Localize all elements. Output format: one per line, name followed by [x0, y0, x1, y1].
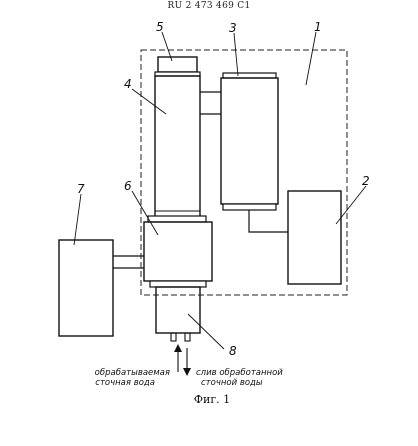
label-2: 2 [362, 174, 370, 188]
block-7 [58, 239, 114, 337]
cylinder-3-bottom-band [222, 203, 277, 211]
leader-7 [73, 193, 82, 246]
outlet-caption-line1: слив обработанной [196, 368, 283, 378]
leader-6 [131, 190, 159, 236]
nozzle-right [184, 332, 191, 342]
block-2 [287, 190, 342, 285]
leader-5 [161, 31, 173, 62]
label-1: 1 [314, 20, 322, 34]
leader-8 [187, 313, 225, 350]
cylinder-3 [220, 77, 279, 205]
leader-2 [335, 185, 367, 225]
enclosure-1-dashed-boundary [140, 49, 348, 296]
block-5 [157, 56, 198, 73]
inlet-caption-line2: сточная вода [95, 378, 155, 388]
block-6 [143, 221, 213, 282]
label-5: 5 [156, 20, 164, 34]
label-8: 8 [229, 344, 237, 358]
block-6-bottom-band [149, 280, 207, 288]
column-4 [154, 75, 201, 219]
label-7: 7 [77, 182, 85, 196]
label-3: 3 [229, 21, 237, 35]
block-8 [155, 286, 201, 334]
label-6: 6 [124, 179, 132, 193]
leader-1 [305, 31, 317, 86]
figure-caption: Фиг. 1 [194, 393, 230, 406]
leader-4 [131, 88, 167, 115]
label-4: 4 [124, 77, 132, 91]
outlet-caption-line2: сточной воды [201, 378, 263, 388]
inlet-caption-line1: обрабатываемая [95, 368, 170, 378]
link-3-to-2 [248, 210, 288, 233]
cylinder-3-top-band [222, 72, 277, 79]
leader-3 [233, 32, 239, 77]
patent-number-header: RU 2 473 469 C1 [167, 1, 251, 11]
block-6-top-band [147, 215, 207, 223]
nozzle-left [170, 332, 177, 342]
